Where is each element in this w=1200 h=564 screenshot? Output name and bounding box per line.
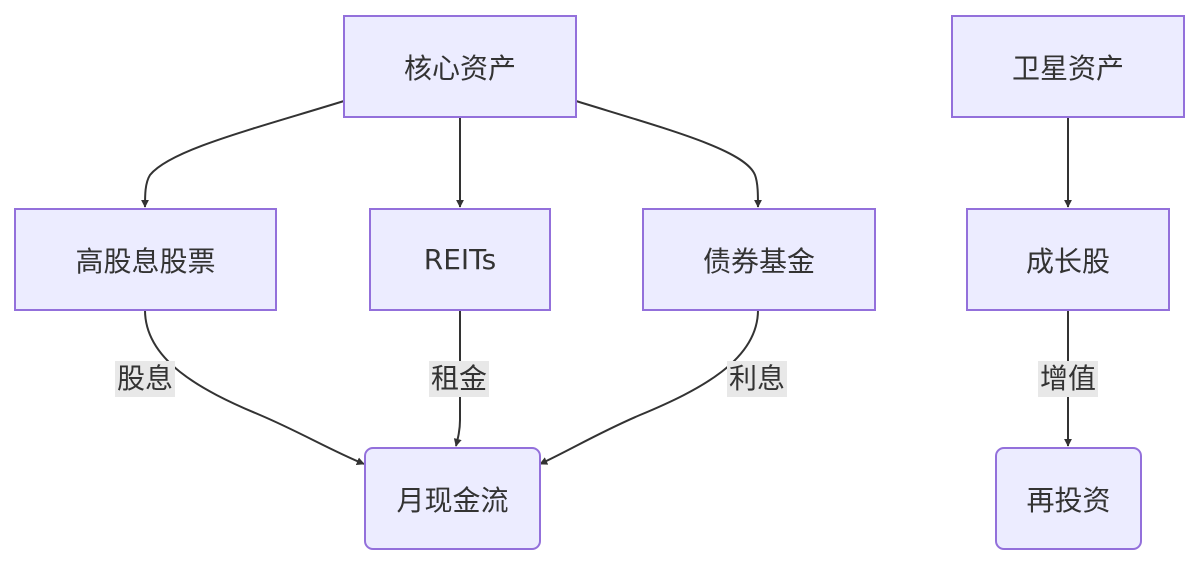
edge-label-interest: 利息 — [727, 361, 788, 397]
node-core-assets: 核心资产 — [343, 15, 577, 118]
node-reits: REITs — [369, 208, 551, 311]
edge-bond-funds-to-cash — [539, 309, 759, 465]
edge-core-to-high-dividend — [141, 100, 345, 208]
node-satellite-assets: 卫星资产 — [951, 15, 1185, 118]
edge-core-to-bond-funds — [575, 100, 762, 208]
node-monthly-cash-flow: 月现金流 — [364, 447, 541, 550]
edge-label-appreciation: 增值 — [1038, 361, 1099, 397]
node-bond-funds: 债券基金 — [642, 208, 876, 311]
edge-label-dividend: 股息 — [115, 361, 176, 397]
edge-label-rent: 租金 — [429, 361, 490, 397]
node-growth-stocks: 成长股 — [966, 208, 1170, 311]
edge-reits-to-cash — [453, 310, 462, 447]
edge-high-dividend-to-cash — [144, 309, 365, 465]
node-high-dividend-stocks: 高股息股票 — [14, 208, 277, 311]
node-reinvestment: 再投资 — [995, 447, 1142, 550]
